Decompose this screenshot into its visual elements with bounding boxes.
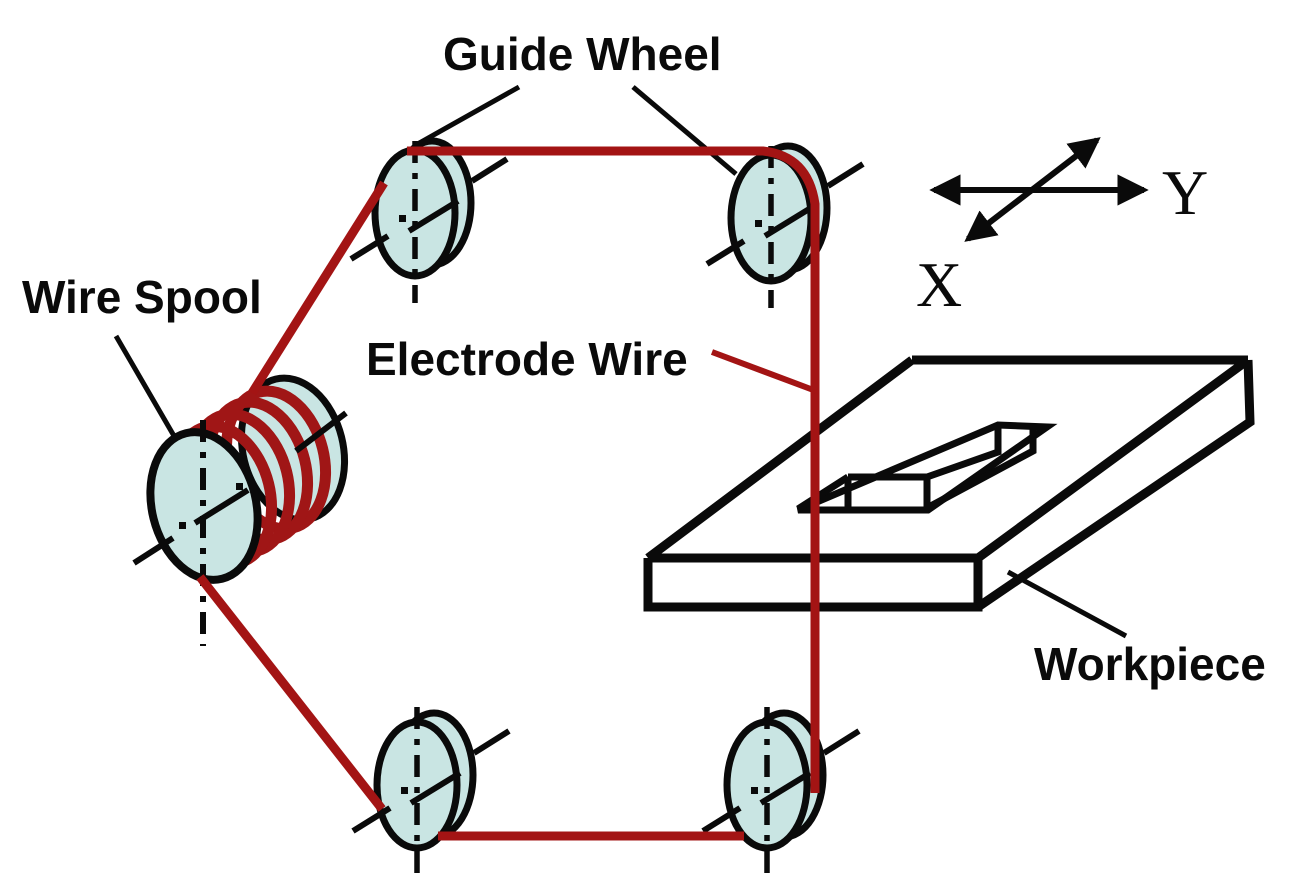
- wheel-axle-upper: [822, 728, 861, 756]
- electrode-wire-leader: [710, 349, 818, 394]
- workpiece-slot: [796, 421, 1058, 514]
- electrode-wire: [196, 146, 820, 841]
- wheel-center-mark: [409, 770, 462, 806]
- center-dot: [179, 522, 186, 529]
- spool-axle-upper: [294, 410, 348, 454]
- wire-spool-to-top-left: [248, 180, 388, 396]
- wheel-axle-lower: [705, 238, 746, 267]
- center-dot: [751, 787, 758, 794]
- x-axis-label: X: [916, 249, 962, 320]
- wire-top-and-vertical: [407, 146, 820, 793]
- workpiece-shape: [643, 355, 1255, 612]
- workpiece-right-face: [975, 359, 1255, 611]
- wire-spool-label: Wire Spool: [22, 271, 262, 323]
- guide-wheel-leader-right: [631, 85, 738, 176]
- wheel-axle-lower: [701, 805, 742, 834]
- guide-wheel-top-left: [349, 137, 509, 303]
- wheel-center-mark: [763, 203, 816, 239]
- guide-wheel-label: Guide Wheel: [443, 28, 722, 80]
- wheel-axle-lower: [349, 233, 390, 262]
- leader-lines: [113, 84, 1128, 639]
- workpiece-label: Workpiece: [1034, 638, 1266, 690]
- y-axis-label: Y: [1162, 157, 1208, 228]
- wheel-center-mark: [407, 198, 460, 234]
- center-dot: [401, 787, 408, 794]
- wire-spool-leader: [113, 334, 184, 450]
- guide-wheel-bottom-right: [701, 707, 861, 873]
- workpiece-top-face: [645, 355, 1251, 563]
- spool-axle-lower: [132, 535, 175, 566]
- spool-center-mark: [193, 487, 250, 526]
- wire-bottom-left-to-spool: [196, 574, 386, 812]
- guide-wheel-leader-left: [412, 84, 521, 149]
- wire-spool: [132, 374, 349, 646]
- wheel-center-mark: [759, 770, 812, 806]
- workpiece-leader: [1006, 569, 1128, 639]
- wheel-axle-upper: [470, 156, 509, 184]
- electrode-wire-label: Electrode Wire: [366, 333, 688, 385]
- center-dot: [236, 483, 243, 490]
- wheel-axle-upper: [472, 728, 511, 756]
- slot-start-block: [796, 473, 931, 512]
- center-dot: [399, 215, 406, 222]
- wheel-axle-upper: [826, 161, 865, 189]
- x-axis-arrow: [964, 137, 1101, 242]
- wheel-axle-lower: [351, 805, 392, 834]
- guide-wheel-bottom-left: [351, 707, 511, 873]
- xy-axis-indicator: Y X: [916, 137, 1208, 320]
- center-dot: [755, 220, 762, 227]
